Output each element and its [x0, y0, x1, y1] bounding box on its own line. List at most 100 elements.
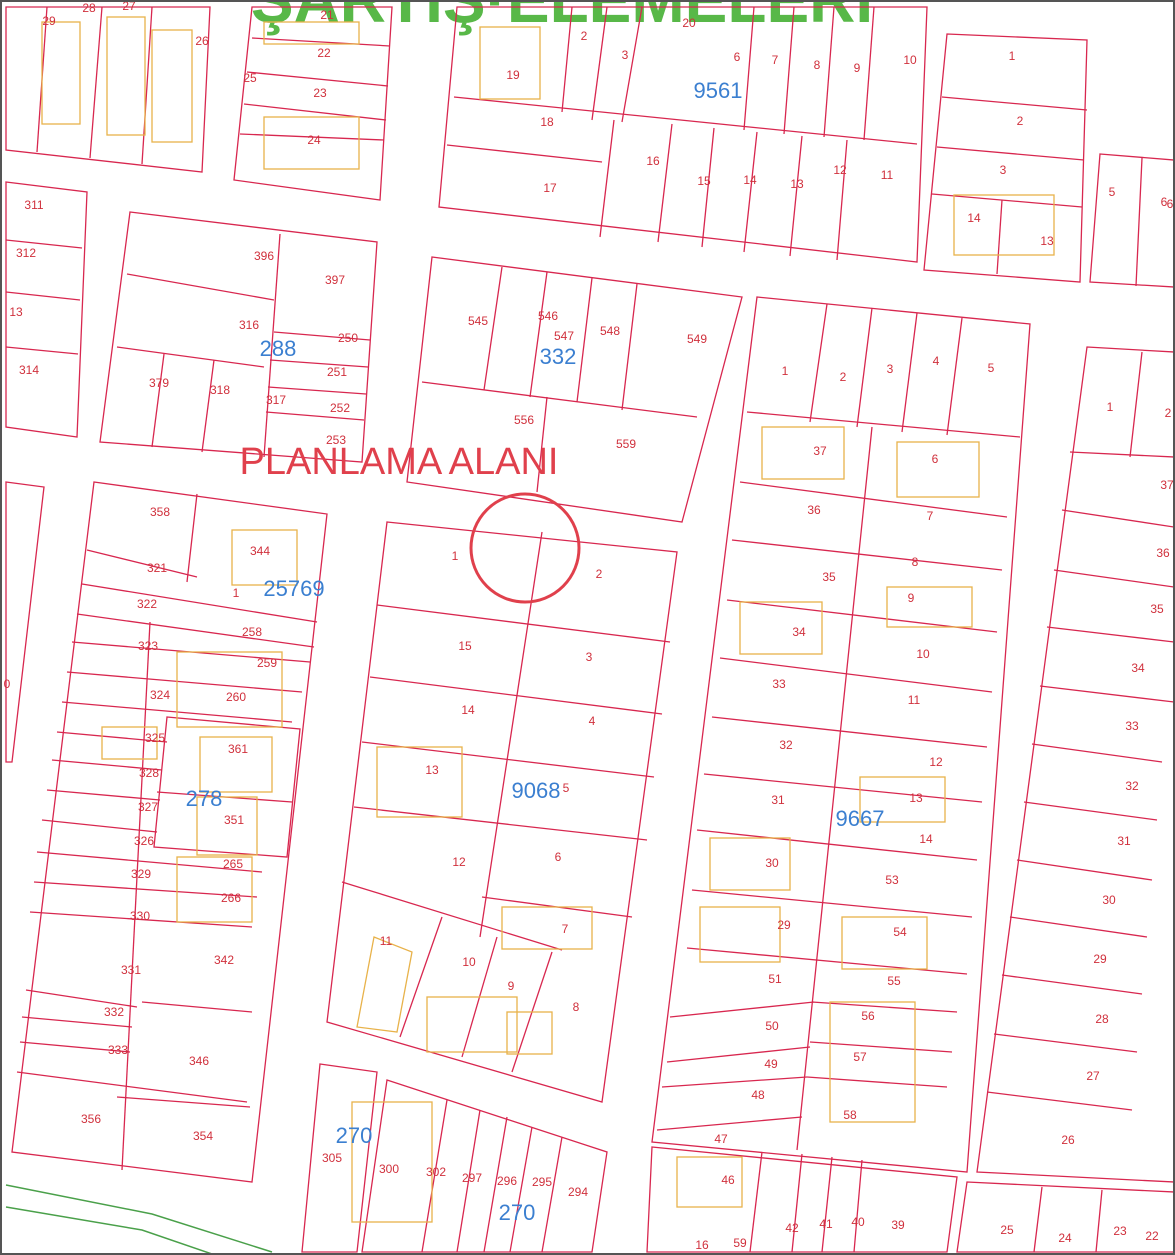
parcel-line	[1135, 157, 1143, 287]
parcel-line	[51, 759, 163, 771]
parcel-number: 25	[243, 71, 257, 85]
parcel-number: 311	[24, 198, 43, 212]
building	[101, 726, 158, 760]
parcel-line	[701, 127, 715, 248]
building	[841, 916, 928, 970]
parcel-line	[1129, 351, 1143, 458]
parcel-line	[5, 291, 81, 301]
parcel-number: 16	[646, 154, 660, 168]
parcel-number: 0	[4, 677, 11, 691]
parcel-number: 251	[327, 365, 347, 379]
parcel-number: 356	[81, 1112, 101, 1126]
parcel-number: 42	[785, 1221, 799, 1235]
building	[699, 906, 781, 963]
parcel-number: 34	[792, 625, 806, 639]
parcel-line	[703, 773, 983, 803]
block-outline	[233, 6, 393, 201]
parcel-number: 13	[425, 763, 439, 777]
parcel-line	[1095, 1189, 1103, 1253]
parcel-line	[421, 381, 698, 418]
parcel-line	[56, 731, 168, 743]
parcel-number: 30	[1102, 893, 1116, 907]
parcel-number: 8	[912, 555, 919, 569]
parcel-number: 2	[596, 567, 603, 581]
building	[231, 529, 298, 586]
parcel-number: 51	[768, 972, 782, 986]
building	[886, 586, 973, 628]
parcel-number: 9	[908, 591, 915, 605]
parcel-number: 10	[462, 955, 476, 969]
parcel-line	[421, 1099, 448, 1253]
parcel-line	[561, 6, 573, 113]
parcel-number: 361	[228, 742, 248, 756]
parcel-line	[739, 481, 1008, 518]
parcel-number: 302	[426, 1165, 446, 1179]
parcel-number: 31	[771, 793, 785, 807]
parcel-line	[21, 1016, 133, 1028]
parcel-number: 3	[622, 48, 629, 62]
parcel-number: 266	[221, 891, 241, 905]
building-outlines	[41, 16, 1055, 1223]
parcel-number: 323	[138, 639, 158, 653]
parcel-line	[116, 346, 265, 368]
parcel-line	[656, 1116, 803, 1131]
parcel-line	[1033, 1186, 1043, 1253]
parcel-line	[789, 135, 803, 257]
parcel-line	[823, 6, 835, 138]
parcel-number: 305	[322, 1151, 342, 1165]
parcel-number: 14	[919, 832, 933, 846]
parcel-number: 2	[1165, 406, 1172, 420]
parcel-line	[19, 1041, 131, 1053]
parcel-line	[993, 1033, 1138, 1053]
block-outline	[976, 346, 1173, 1183]
parcel-line	[1031, 743, 1163, 763]
parcel-number: 6	[1161, 195, 1168, 209]
parcel-number: 4	[589, 714, 596, 728]
parcel-line	[986, 1091, 1133, 1111]
parcel-line	[821, 1156, 833, 1253]
parcel-line	[246, 71, 389, 87]
parcel-number: 36	[1156, 546, 1170, 560]
block-number: 288	[260, 336, 297, 361]
building	[739, 601, 823, 655]
parcel-number: 296	[497, 1174, 517, 1188]
parcel-line	[666, 1046, 811, 1063]
parcel-line	[263, 233, 281, 458]
parcel-line	[186, 493, 198, 583]
parcel-number: 21	[320, 8, 334, 22]
parcel-number: 28	[1095, 1012, 1109, 1026]
parcel-number: 351	[224, 813, 244, 827]
parcel-line	[996, 199, 1003, 275]
header-text: ŞARTIŞ·ELEMELERİ	[251, 2, 873, 36]
parcel-line	[41, 819, 158, 833]
parcel-number: 35	[1150, 602, 1164, 616]
parcel-number: 250	[338, 331, 358, 345]
parcel-number: 29	[42, 14, 56, 28]
parcel-line	[621, 283, 638, 411]
parcel-number: 3	[887, 362, 894, 376]
parcel-number: 397	[325, 273, 345, 287]
parcel-line	[36, 851, 263, 873]
parcel-number: 39	[891, 1218, 905, 1232]
parcel-number: 10	[916, 647, 930, 661]
parcel-number: 59	[733, 1236, 747, 1250]
block-outline	[361, 1079, 608, 1253]
parcel-number: 40	[851, 1215, 865, 1229]
parcel-number: 12	[929, 755, 943, 769]
parcel-line	[696, 829, 978, 861]
road-lines	[5, 1184, 273, 1253]
building	[506, 1011, 553, 1055]
block-outline	[5, 481, 45, 763]
parcel-line	[657, 123, 673, 243]
parcel-number: 31	[1117, 834, 1131, 848]
parcel-line	[29, 911, 253, 928]
block-outline	[5, 181, 88, 438]
block-outline	[956, 1181, 1173, 1253]
parcel-number: 358	[150, 505, 170, 519]
block-outline	[651, 296, 1031, 1173]
parcel-number: 1	[233, 586, 240, 600]
parcel-line	[536, 396, 548, 493]
parcel-line	[686, 947, 968, 975]
building	[501, 906, 593, 950]
